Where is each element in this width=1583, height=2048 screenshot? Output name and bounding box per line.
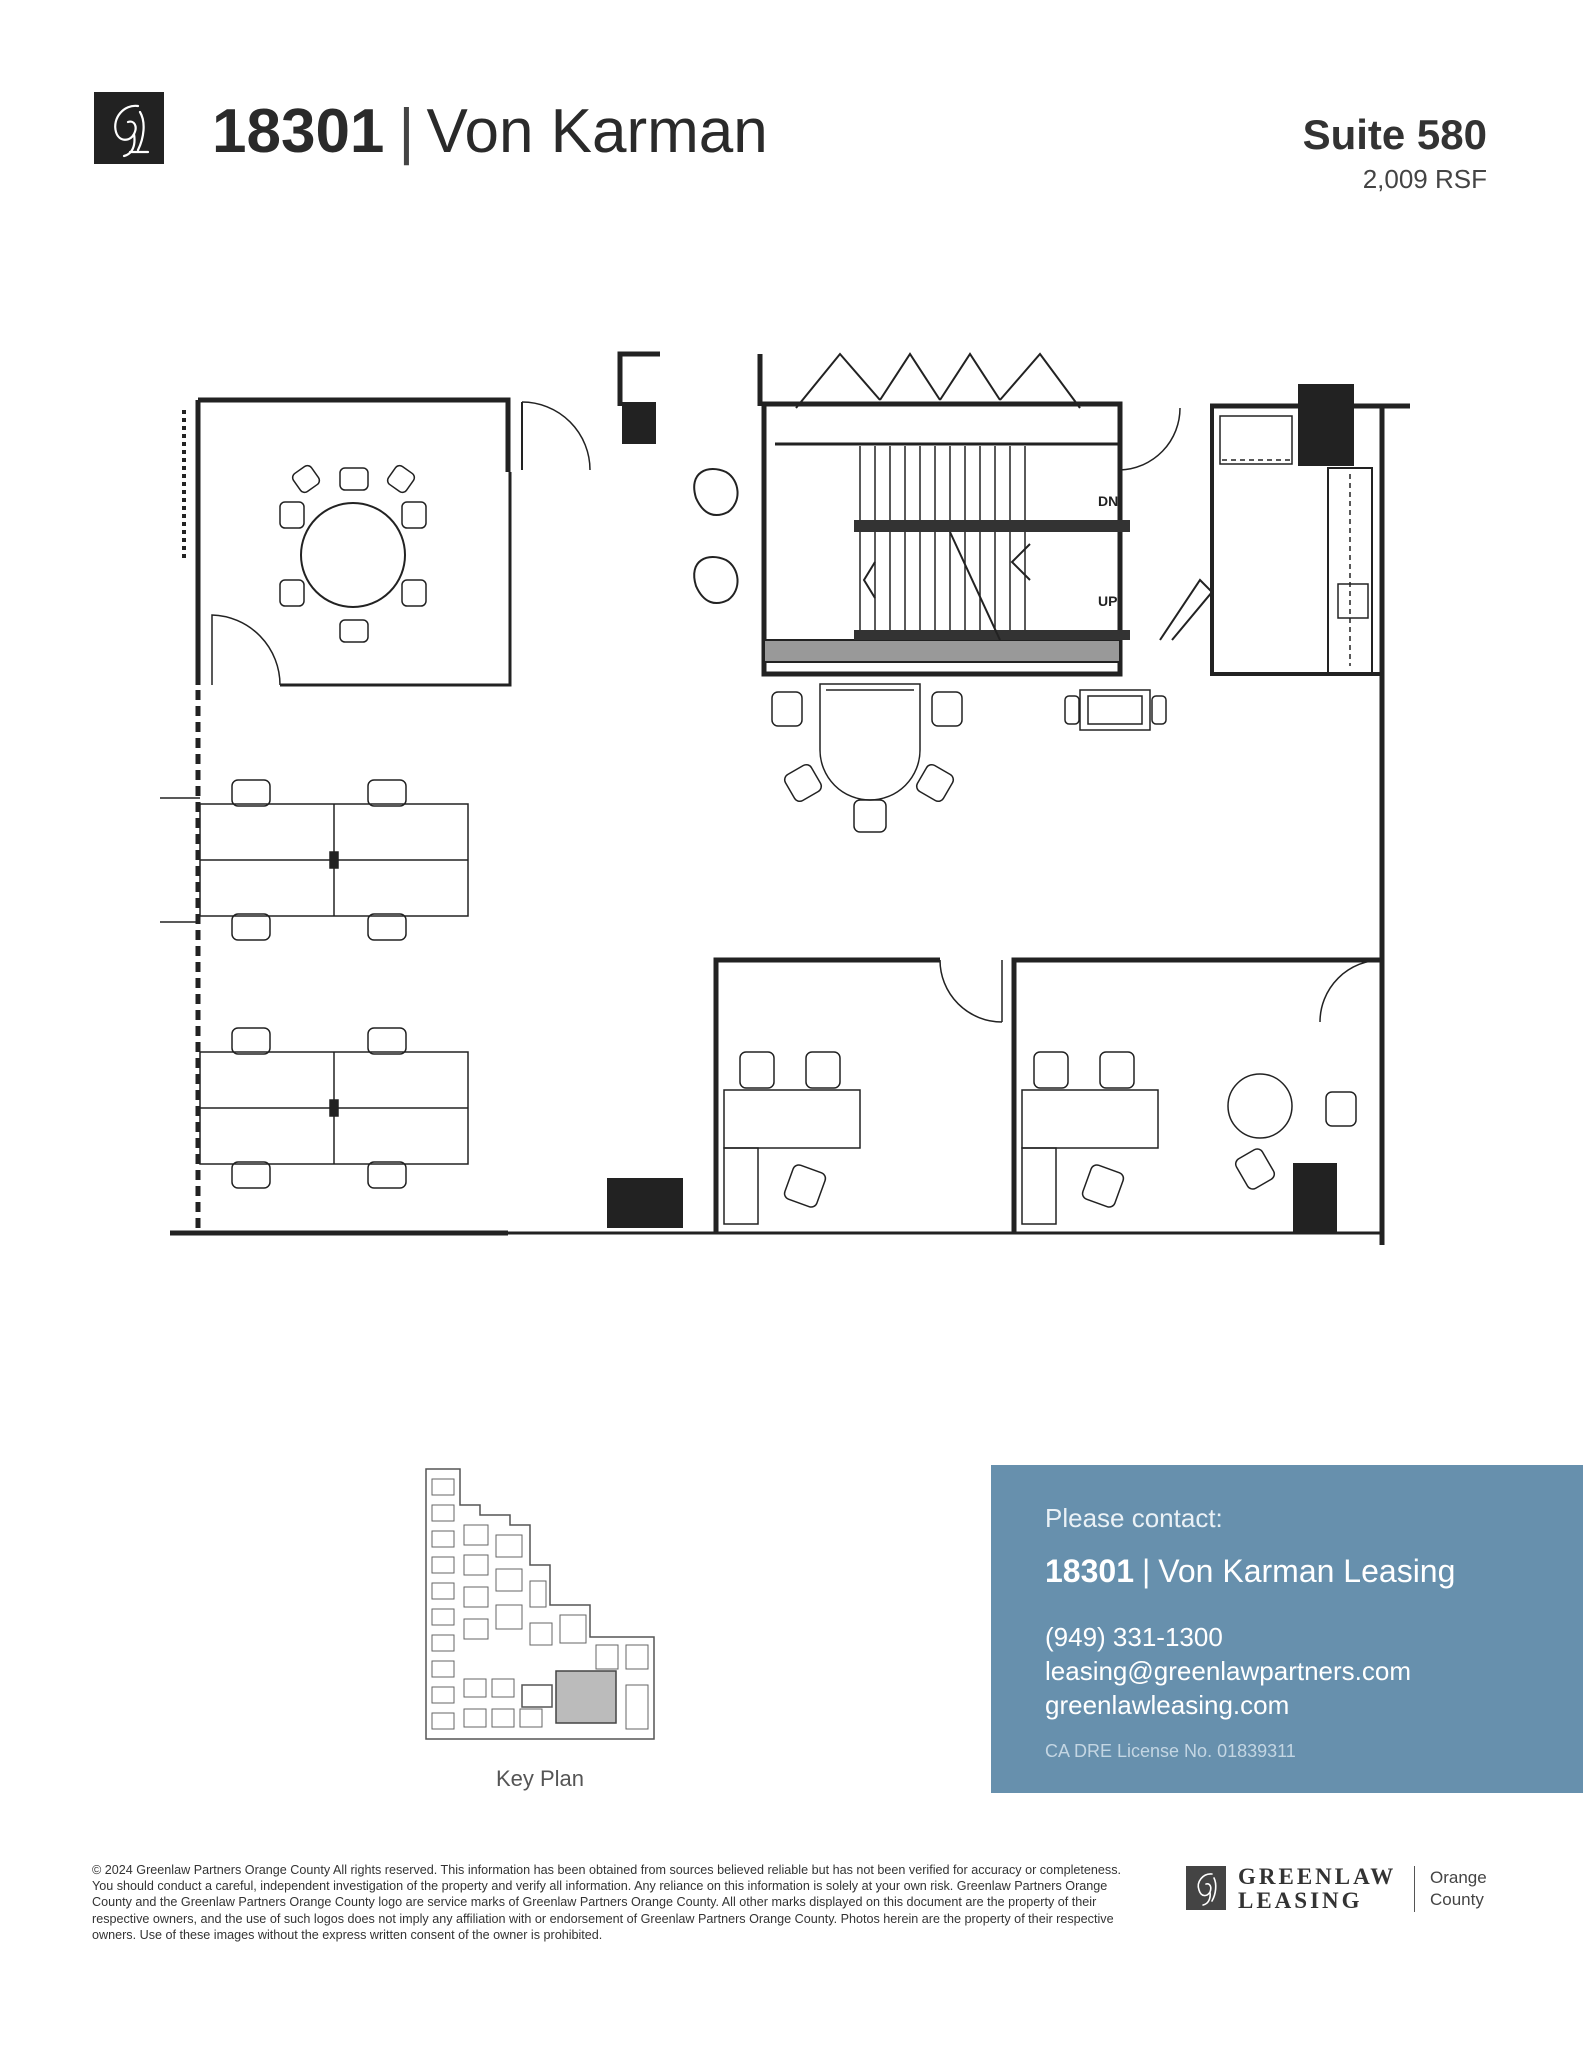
workstation-cluster-1 bbox=[160, 779, 469, 941]
suite-label: Suite 580 bbox=[1302, 111, 1487, 158]
contact-panel: Please contact: 18301|Von Karman Leasing… bbox=[991, 1465, 1583, 1793]
contact-title-name: Von Karman Leasing bbox=[1158, 1553, 1456, 1589]
disclaimer-text: © 2024 Greenlaw Partners Orange County A… bbox=[92, 1863, 1121, 1942]
key-plan-label: Key Plan bbox=[495, 1766, 585, 1791]
contact-title-number: 18301 bbox=[1045, 1553, 1134, 1589]
stair-core bbox=[761, 352, 1214, 677]
office-2 bbox=[1011, 957, 1383, 1233]
service-room bbox=[1210, 384, 1382, 676]
conference-room bbox=[211, 464, 512, 687]
suite-info: Suite 580 2,009 RSF bbox=[1303, 110, 1487, 196]
brand-name-line2: LEASING bbox=[1238, 1888, 1363, 1913]
region-line1: Orange bbox=[1430, 1868, 1487, 1887]
contact-email-link[interactable]: leasing@greenlawpartners.com bbox=[1045, 1656, 1412, 1686]
region-line2: County bbox=[1430, 1890, 1484, 1909]
contact-website-link[interactable]: greenlawleasing.com bbox=[1045, 1690, 1290, 1720]
title-separator: | bbox=[398, 97, 415, 166]
lounge-chairs bbox=[693, 468, 739, 604]
suite-area: 2,009 RSF bbox=[1362, 164, 1487, 194]
building-name: Von Karman bbox=[426, 97, 768, 166]
reception-area bbox=[771, 683, 1167, 833]
contact-phone[interactable]: (949) 331-1300 bbox=[1045, 1622, 1223, 1652]
contact-title: 18301|Von Karman Leasing bbox=[1045, 1553, 1455, 1590]
footer-divider bbox=[1414, 1866, 1415, 1912]
office-1 bbox=[713, 957, 1003, 1233]
greenlaw-logo-icon bbox=[94, 92, 164, 164]
page-title: 18301|Von Karman bbox=[212, 92, 768, 172]
contact-intro: Please contact: bbox=[1045, 1503, 1223, 1533]
building-number: 18301 bbox=[212, 97, 385, 166]
workstation-cluster-2 bbox=[199, 1027, 469, 1189]
stair-arrow-icon bbox=[1010, 543, 1031, 581]
brand-name-line1: GREENLAW bbox=[1238, 1864, 1397, 1889]
exterior-walls bbox=[170, 351, 1410, 1245]
stair-label-down: DN bbox=[1098, 493, 1118, 509]
license-number: CA DRE License No. 01839311 bbox=[1045, 1741, 1296, 1761]
floor-plan: DN UP bbox=[160, 340, 1430, 1260]
stair-label-up: UP bbox=[1098, 593, 1117, 609]
greenlaw-logo-icon bbox=[1186, 1866, 1226, 1910]
contact-title-separator: | bbox=[1141, 1553, 1151, 1589]
footer-logo: GREENLAW LEASING Orange County bbox=[1186, 1864, 1487, 1916]
key-plan bbox=[420, 1465, 660, 1745]
